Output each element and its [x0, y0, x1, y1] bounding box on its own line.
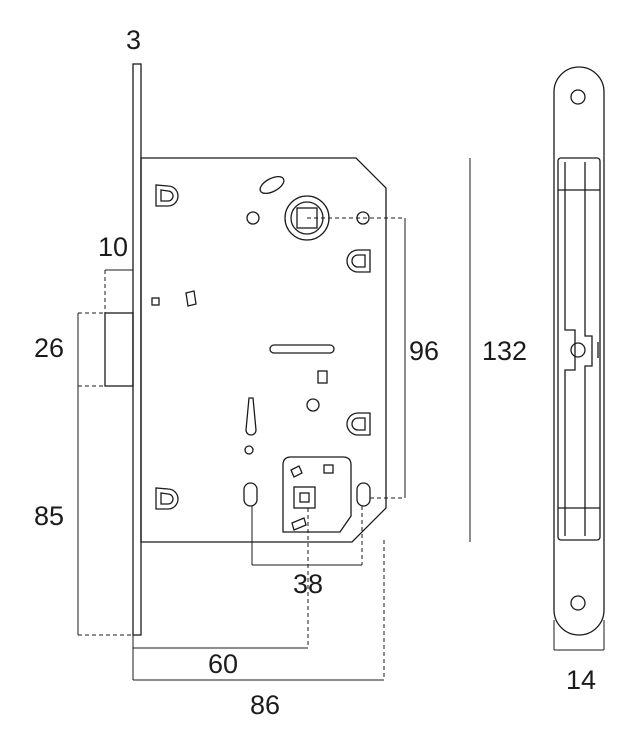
small-notch-left [185, 290, 197, 307]
mount-lug-right-top [346, 249, 371, 273]
dim-label-60: 60 [208, 649, 239, 679]
lower-spindle-inner [299, 492, 310, 503]
faceplate-side [132, 63, 142, 636]
lower-slot-right [356, 482, 371, 507]
dim-label-132: 132 [482, 336, 528, 366]
faceplate-hole-middle [570, 342, 586, 358]
latch-block [104, 312, 134, 387]
dim-label-14: 14 [566, 665, 597, 695]
housing-notch-top [290, 465, 303, 478]
upper-oval-slot [259, 175, 285, 195]
faceplate-hole-top [570, 89, 586, 105]
vertical-teardrop-slot [245, 397, 257, 436]
dim-label-38: 38 [293, 569, 324, 599]
mount-lug-bottom-left [155, 487, 179, 510]
hole-left-of-hub [246, 211, 260, 225]
faceplate-inner-plate [557, 157, 601, 541]
hole-below-teardrop [244, 445, 254, 455]
dim-label-86: 86 [250, 690, 281, 720]
small-square-center [317, 370, 328, 384]
small-square-left [151, 297, 160, 306]
faceplate-hole-bottom [570, 595, 586, 611]
faceplate-latch-cutout [564, 162, 593, 536]
lock-body [140, 157, 387, 543]
housing-notch-bottom [291, 517, 307, 531]
lower-spindle-square [293, 486, 316, 509]
faceplate-front [553, 66, 605, 636]
dim-label-26: 26 [34, 333, 65, 363]
middle-horizontal-slot [269, 344, 335, 354]
mount-lug-right-mid [346, 412, 371, 436]
housing-square-small [323, 464, 334, 474]
dim-label-10: 10 [98, 232, 129, 262]
dim-label-85: 85 [34, 501, 65, 531]
hole-center [306, 398, 320, 412]
mount-lug-top-left [155, 184, 179, 207]
lower-hub-housing [282, 456, 352, 533]
dim-label-3: 3 [126, 25, 142, 55]
dim-label-96: 96 [409, 336, 440, 366]
lower-slot-left [243, 482, 258, 507]
